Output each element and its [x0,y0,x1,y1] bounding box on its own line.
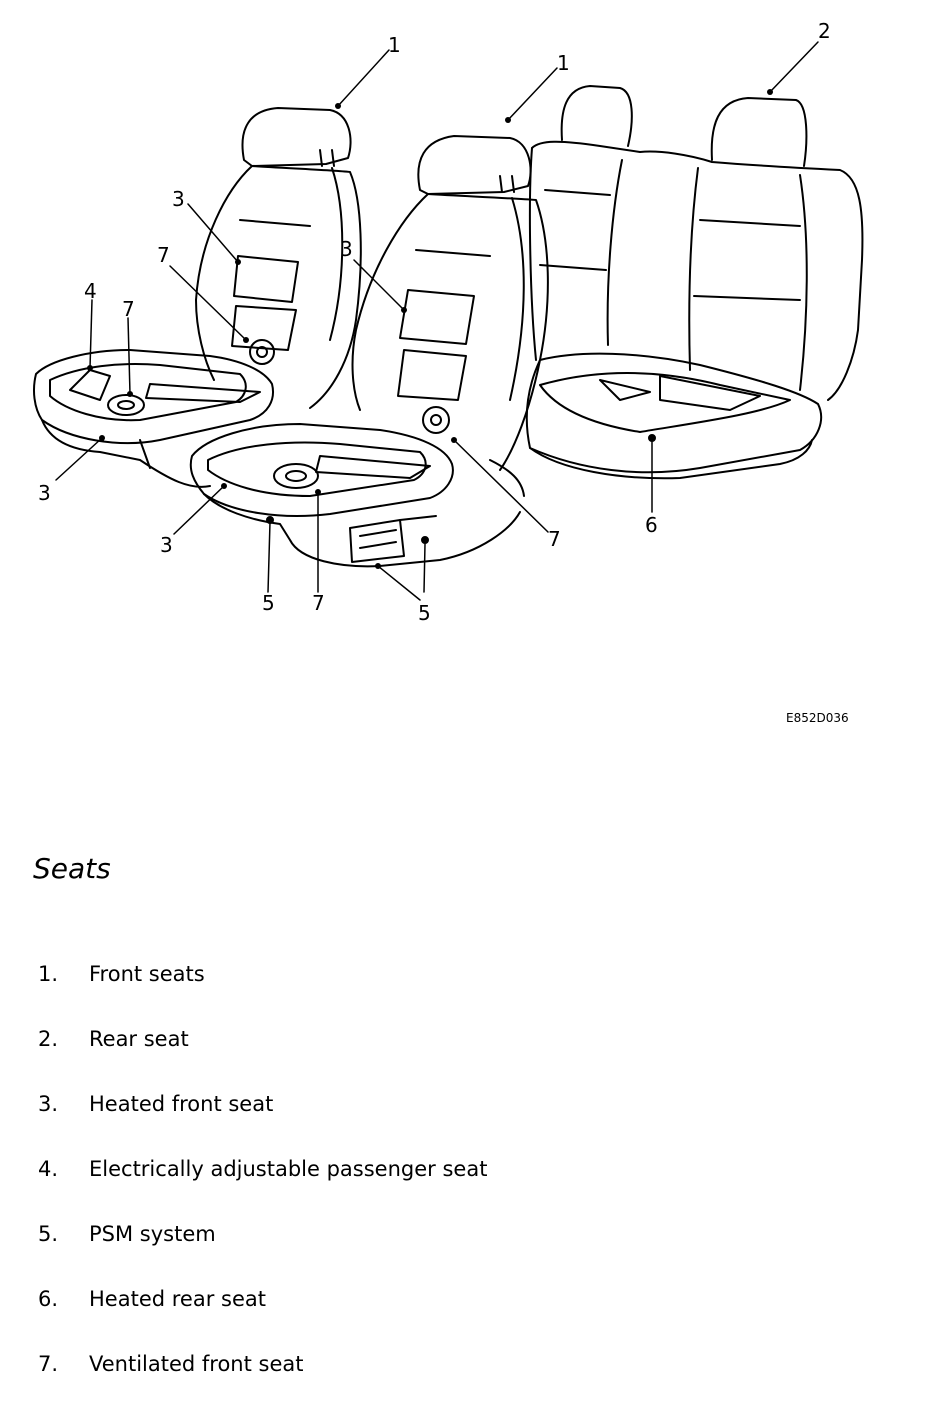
legend-number: 1. [38,962,59,986]
front-left-seat-drawing [33,107,362,488]
legend-label: PSM system [89,1222,216,1246]
legend-label: Heated rear seat [89,1287,266,1311]
legend-number: 7. [38,1352,59,1376]
legend-label: Rear seat [89,1027,189,1051]
callout-1-left: 1 [388,33,401,57]
legend-item: 6. Heated rear seat [38,1287,838,1352]
callout-7-left-back: 7 [157,243,170,267]
figure-code: E852D036 [786,711,849,725]
callout-7-right-cushion: 7 [312,591,325,615]
callout-3-left-back: 3 [172,187,185,211]
legend-item: 1. Front seats [38,962,838,1027]
legend-item: 5. PSM system [38,1222,838,1287]
legend-number: 3. [38,1092,59,1116]
legend-number: 5. [38,1222,59,1246]
callout-3-right-back: 3 [340,237,353,261]
callout-leaders [55,41,819,601]
rear-seat-drawing [525,85,864,480]
callout-3-right-cushion: 3 [160,533,173,557]
legend-label: Front seats [89,962,205,986]
legend-number: 4. [38,1157,59,1181]
legend-list: 1. Front seats 2. Rear seat 3. Heated fr… [38,962,838,1417]
callout-6: 6 [645,513,658,537]
callout-7-left-cushion: 7 [122,297,135,321]
callout-7-right-back: 7 [548,527,561,551]
legend-label: Electrically adjustable passenger seat [89,1157,488,1181]
callout-1-right: 1 [557,51,570,75]
callout-5-right: 5 [418,601,431,625]
callout-3-left-cushion: 3 [38,481,51,505]
callout-2: 2 [818,19,831,43]
legend-item: 4. Electrically adjustable passenger sea… [38,1157,838,1222]
front-right-seat-drawing [189,135,549,568]
legend-item: 3. Heated front seat [38,1092,838,1157]
callout-5-left: 5 [262,591,275,615]
legend-label: Ventilated front seat [89,1352,304,1376]
legend-number: 6. [38,1287,59,1311]
legend-number: 2. [38,1027,59,1051]
callout-4: 4 [84,279,97,303]
legend-item: 2. Rear seat [38,1027,838,1092]
legend-item: 7. Ventilated front seat [38,1352,838,1417]
seats-illustration: 1 1 2 3 3 3 3 4 5 5 6 7 7 7 7 E852D036 [33,19,864,725]
section-title: Seats [33,852,111,885]
legend-label: Heated front seat [89,1092,274,1116]
callout-labels: 1 1 2 3 3 3 3 4 5 5 6 7 7 7 7 E852D036 [38,19,849,725]
